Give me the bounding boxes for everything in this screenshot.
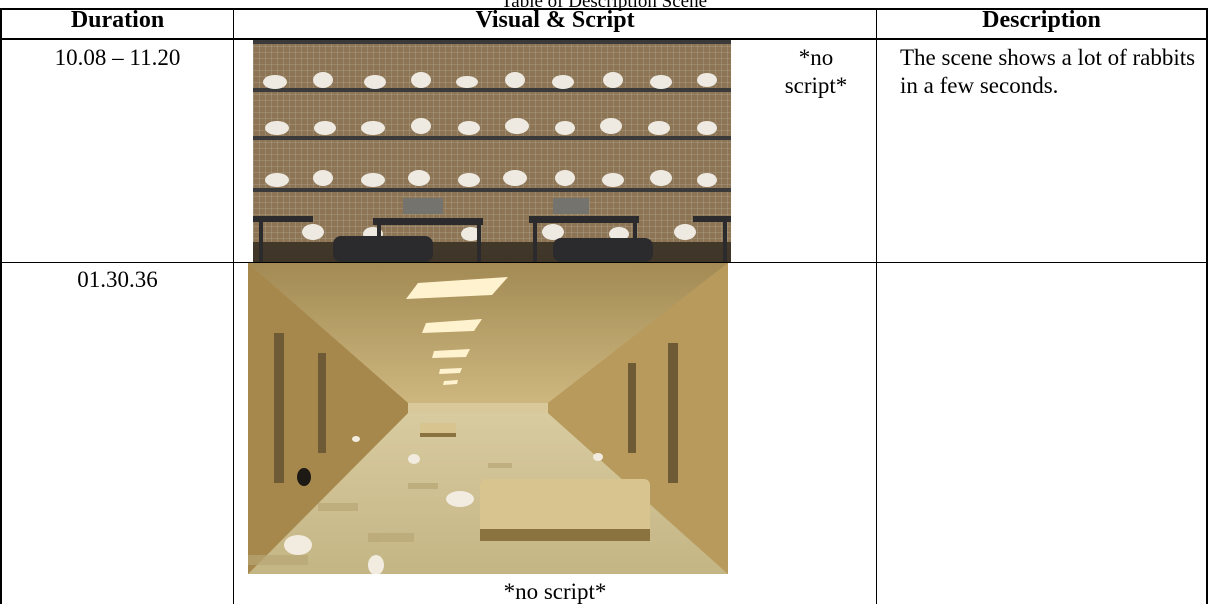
- row-divider: [0, 262, 1208, 263]
- rabbit-cages-still-image: [253, 40, 731, 262]
- hallway-illustration: [248, 263, 728, 574]
- header-divider: [0, 38, 1208, 40]
- column-divider-2: [876, 8, 877, 604]
- header-description: Description: [982, 7, 1101, 33]
- header-duration: Duration: [70, 7, 165, 33]
- table-border-top: [0, 8, 1208, 10]
- table-border-left: [0, 8, 2, 604]
- header-visual-script: Visual & Script: [475, 7, 635, 33]
- row1-duration: 10.08 – 11.20: [54, 45, 181, 70]
- column-divider-1: [233, 8, 234, 604]
- row2-duration: 01.30.36: [77, 267, 158, 292]
- row1-script: *no script*: [784, 45, 848, 98]
- row2-script: *no script*: [503, 579, 607, 604]
- rabbit-cages-illustration: [253, 40, 731, 262]
- hallway-rabbits-still-image: [248, 263, 728, 574]
- table-border-right: [1206, 8, 1208, 604]
- row1-description: The scene shows a lot of rabbits in a fe…: [900, 45, 1196, 98]
- table-caption: Table of Description Scene: [500, 0, 707, 12]
